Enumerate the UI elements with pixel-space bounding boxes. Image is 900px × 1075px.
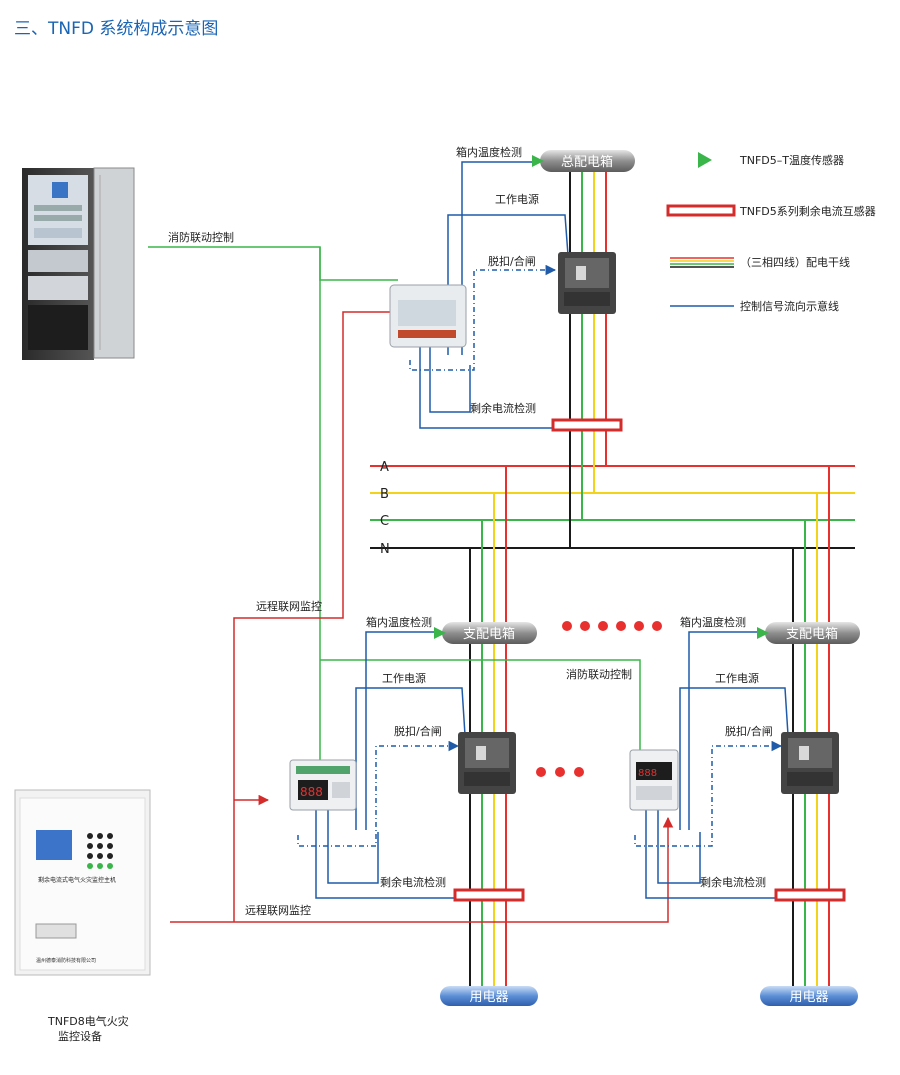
main-breaker xyxy=(558,252,616,314)
main-box-label: 总配电箱 xyxy=(561,154,613,170)
bus-label-n: N xyxy=(380,542,390,557)
branch1-box-label: 支配电箱 xyxy=(463,626,515,642)
load1-label: 用电器 xyxy=(469,990,508,1005)
temp-sub2-label: 箱内温度检测 xyxy=(680,615,746,629)
legend-ct-label: TNFD5系列剩余电流互感器 xyxy=(739,204,876,218)
branch1-ct-sensor xyxy=(453,888,525,902)
legend: TNFD5–T温度传感器 TNFD5系列剩余电流互感器 （三相四线）配电干线 控… xyxy=(666,152,876,313)
branch1-load: 用电器 xyxy=(440,986,538,1006)
top-monitor-device xyxy=(389,284,467,348)
host-panel-title: 剩余电流式电气火灾监控主机 xyxy=(38,876,116,884)
remote-network-lines xyxy=(170,311,674,923)
trip-top-label: 脱扣/合闸 xyxy=(488,254,536,268)
branch2-feeders xyxy=(792,466,830,990)
remote-bottom-label: 远程联网监控 xyxy=(245,903,311,917)
remote-top-label: 远程联网监控 xyxy=(256,599,322,613)
monitoring-host-panel: 剩余电流式电气火灾监控主机 温州德泰消防科技有限公司 xyxy=(14,789,151,976)
power-sub2-label: 工作电源 xyxy=(715,671,759,685)
branch2-box-label: 支配电箱 xyxy=(786,626,838,642)
legend-wires-icon xyxy=(670,257,734,268)
main-ct-sensor xyxy=(551,418,623,432)
main-distribution-box: 总配电箱 xyxy=(532,150,635,172)
svg-text:888: 888 xyxy=(300,785,323,799)
legend-wires-label: （三相四线）配电干线 xyxy=(740,255,850,269)
trip-sub1-label: 脱扣/合闸 xyxy=(394,724,442,738)
ellipsis-dots-mid xyxy=(536,767,584,777)
legend-ct-icon xyxy=(666,204,736,217)
branch1-feeders xyxy=(469,466,507,990)
residual-top-label: 剩余电流检测 xyxy=(470,401,536,415)
branch1-detector: 888 xyxy=(289,759,357,811)
distribution-bus: A B C N xyxy=(370,460,855,557)
main-feeders xyxy=(569,172,607,548)
temp-top-label: 箱内温度检测 xyxy=(456,145,522,159)
bus-label-b: B xyxy=(380,487,389,502)
branch1-breaker xyxy=(458,732,516,794)
branch2-distribution-box: 支配电箱 xyxy=(757,622,860,644)
fire-link-mid-label: 消防联动控制 xyxy=(566,667,632,681)
svg-text:888: 888 xyxy=(638,768,657,779)
host-caption-line2: 监控设备 xyxy=(58,1029,102,1043)
legend-sensor-icon xyxy=(698,152,712,168)
temp-sub1-label: 箱内温度检测 xyxy=(366,615,432,629)
bus-label-a: A xyxy=(380,460,389,475)
host-panel-company: 温州德泰消防科技有限公司 xyxy=(36,957,96,964)
legend-sensor-label: TNFD5–T温度传感器 xyxy=(739,153,844,167)
bus-label-c: C xyxy=(380,514,389,529)
fire-link-top-label: 消防联动控制 xyxy=(168,230,234,244)
host-caption-line1: TNFD8电气火灾 xyxy=(47,1014,129,1028)
branch2-ct-sensor xyxy=(774,888,846,902)
branch2-detector: 888 xyxy=(629,749,679,811)
branch2-load: 用电器 xyxy=(760,986,858,1006)
ellipsis-dots-top xyxy=(562,621,662,631)
page-title: 三、TNFD 系统构成示意图 xyxy=(14,19,219,39)
load2-label: 用电器 xyxy=(789,990,828,1005)
legend-signal-label: 控制信号流向示意线 xyxy=(740,299,839,313)
fire-control-cabinet xyxy=(22,167,135,360)
power-sub1-label: 工作电源 xyxy=(382,671,426,685)
branch2-breaker xyxy=(781,732,839,794)
branch1-distribution-box: 支配电箱 xyxy=(434,622,537,644)
residual-sub2-label: 剩余电流检测 xyxy=(700,875,766,889)
fire-linkage-lines xyxy=(148,246,641,760)
power-top-label: 工作电源 xyxy=(495,192,539,206)
branch2-signal-lines xyxy=(634,631,789,899)
branch1-signal-lines xyxy=(297,631,466,899)
trip-sub2-label: 脱扣/合闸 xyxy=(725,724,773,738)
residual-sub1-label: 剩余电流检测 xyxy=(380,875,446,889)
